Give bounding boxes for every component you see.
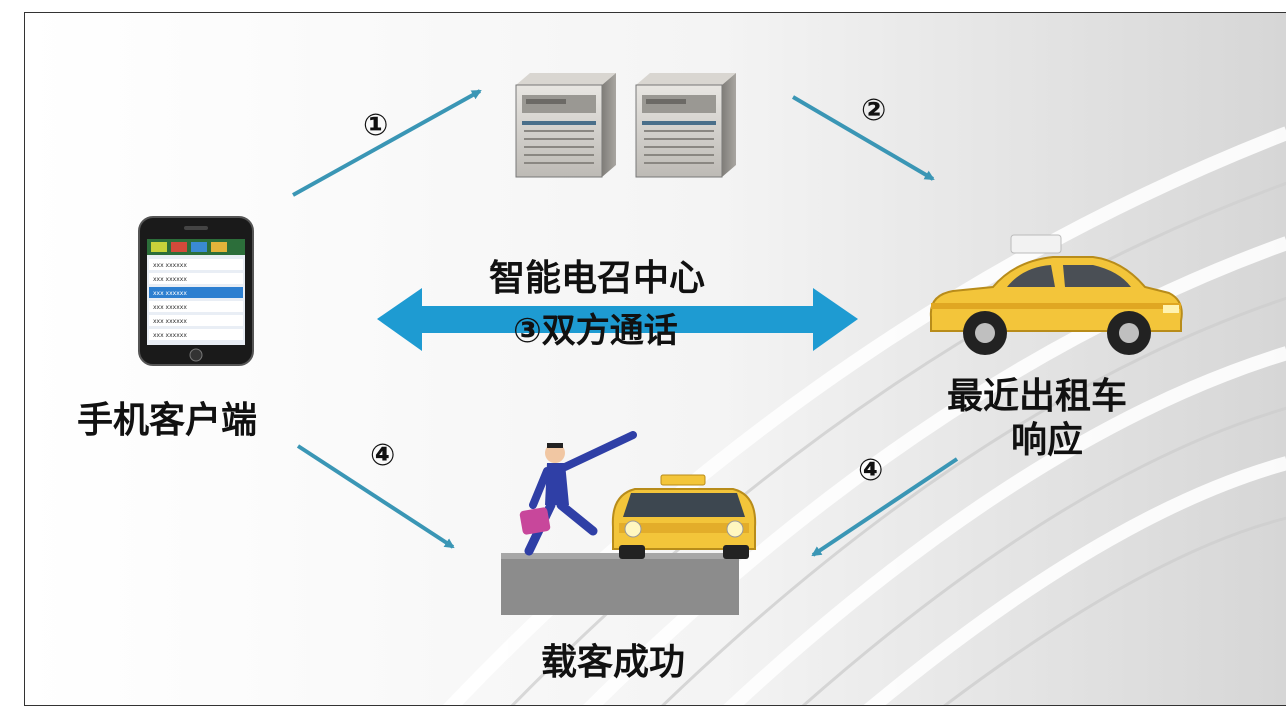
phone-screen-row-text: xxx xxxxxx bbox=[153, 262, 187, 269]
smartphone-icon: xxx xxxxxx xxx xxxxxx xxx xxxxxx xxx xxxxxx… bbox=[138, 216, 254, 366]
platform bbox=[501, 553, 739, 615]
step-2-marker: ② bbox=[861, 93, 887, 128]
phone-screen-row bbox=[149, 315, 243, 326]
passenger-taxi-illustration bbox=[501, 431, 757, 615]
phone-screen-row bbox=[149, 287, 243, 298]
arrow-layer bbox=[292, 89, 959, 557]
arrow-2 bbox=[791, 95, 935, 181]
phone-screen-row bbox=[149, 301, 243, 312]
arrow-4-right bbox=[811, 457, 959, 557]
phone-screen-row bbox=[149, 259, 243, 270]
phone-screen-row-text: xxx xxxxxx bbox=[153, 276, 187, 283]
passenger-figure bbox=[519, 431, 637, 556]
phone-screen-row bbox=[149, 329, 243, 340]
taxi-front bbox=[611, 474, 757, 559]
step-1-marker: ① bbox=[363, 108, 389, 143]
diagram-frame: xxx xxxxxx xxx xxxxxx xxx xxxxxx xxx xxxxxx… bbox=[24, 12, 1286, 706]
double-arrow bbox=[377, 288, 858, 351]
taxi-icon bbox=[929, 234, 1183, 355]
phone-screen-row bbox=[149, 273, 243, 284]
pickup-success-label: 载客成功 bbox=[541, 642, 686, 683]
nearest-taxi-label: 最近出租车 bbox=[947, 376, 1128, 417]
phone-screen-row-text: xxx xxxxxx bbox=[153, 332, 187, 339]
arrow-1 bbox=[292, 89, 482, 197]
step-4-left-marker: ④ bbox=[370, 438, 396, 473]
phone-client-label: 手机客户端 bbox=[77, 400, 258, 441]
two-way-call-label: ③双方通话 bbox=[513, 311, 678, 351]
dispatch-center-label: 智能电召中心 bbox=[489, 258, 706, 299]
step-4-right-marker: ④ bbox=[858, 453, 884, 488]
phone-screen-row-text: xxx xxxxxx bbox=[153, 290, 187, 297]
server-icon bbox=[515, 73, 736, 178]
taxi-respond-label: 响应 bbox=[1011, 420, 1084, 461]
arrow-4-left bbox=[296, 444, 455, 549]
phone-screen-row-text: xxx xxxxxx bbox=[153, 304, 187, 311]
phone-screen-row-text: xxx xxxxxx bbox=[153, 318, 187, 325]
